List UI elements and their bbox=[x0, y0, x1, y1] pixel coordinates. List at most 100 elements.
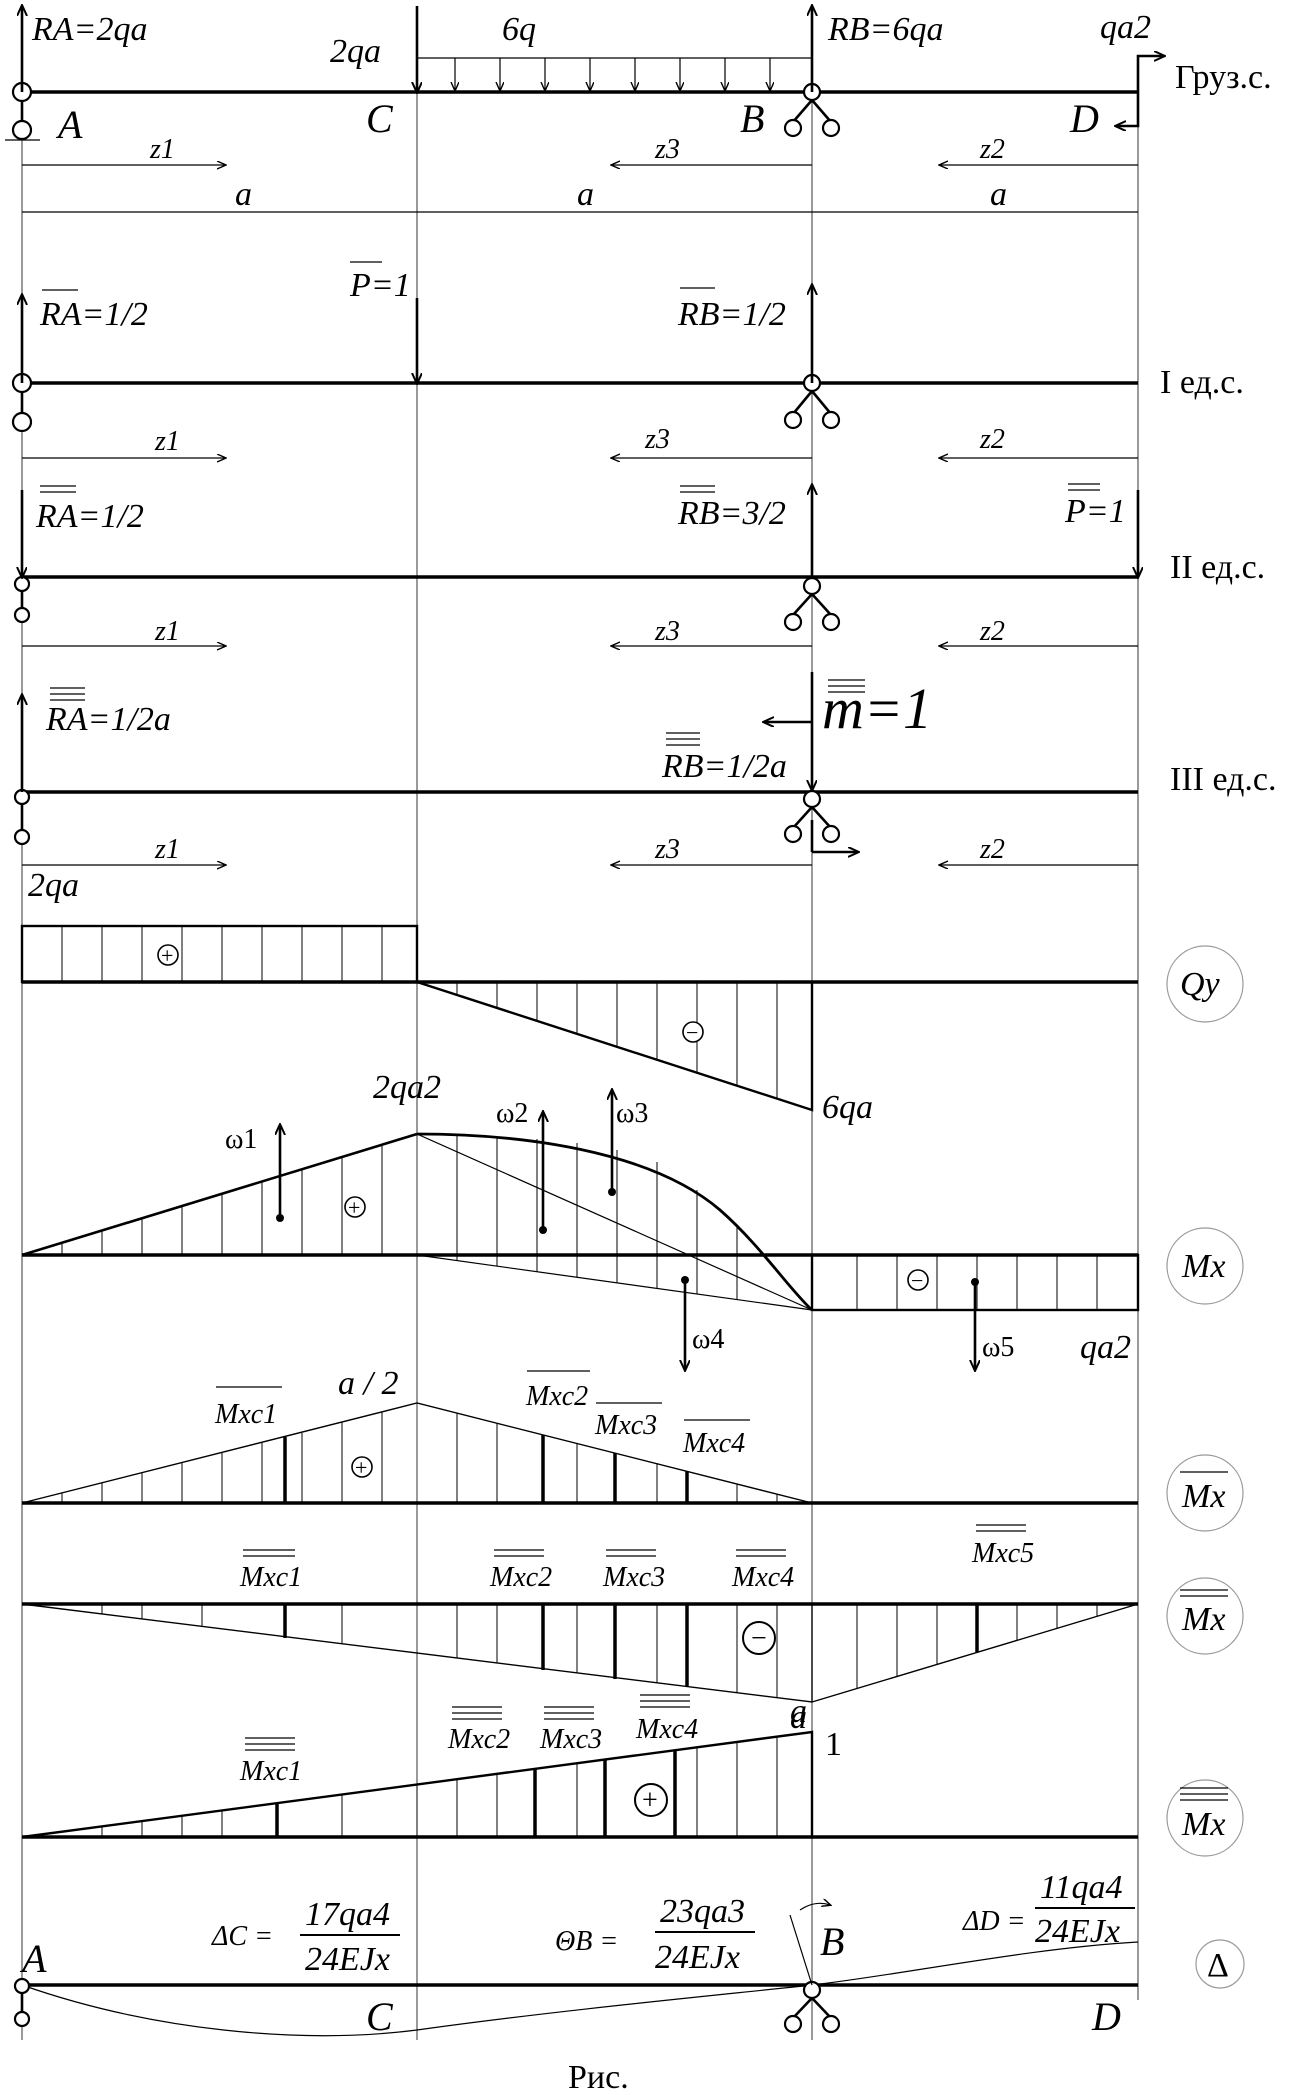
unit3-z1: z1 bbox=[154, 834, 180, 865]
delta-d-denominator: 24EJx bbox=[1035, 1913, 1120, 1950]
m-diagram-label: Mx bbox=[1181, 1248, 1225, 1285]
point-c-label: C bbox=[366, 96, 394, 141]
defl-point-c: C bbox=[366, 1994, 394, 2039]
m1-c2-label: Mxc2 bbox=[525, 1381, 588, 1412]
defl-point-b: B bbox=[820, 1919, 844, 1964]
point-d-label: D bbox=[1069, 96, 1099, 141]
unit2-z3: z3 bbox=[654, 616, 680, 647]
theta-b-denominator: 24EJx bbox=[655, 1939, 740, 1976]
m1-c4-label: Mxc4 bbox=[682, 1428, 745, 1459]
q-left-value: 2qa bbox=[28, 867, 79, 904]
m2-c5-label: Mxc5 bbox=[971, 1538, 1034, 1569]
m3-c1-label: Mxc1 bbox=[239, 1756, 302, 1787]
loaded-state-title: Груз.с. bbox=[1175, 59, 1272, 96]
m2-c2-label: Mxc2 bbox=[489, 1562, 552, 1593]
z3-label: z3 bbox=[654, 134, 680, 165]
unit1-title: I ед.с. bbox=[1160, 364, 1244, 401]
bending-moment-diagram: ω1 ω2 ω3 ω4 ω5 2qa2 qa2 + − Mx bbox=[21, 1069, 1244, 1370]
unit3-z3: z3 bbox=[654, 834, 680, 865]
unit3-moment-label: m=1 bbox=[822, 676, 932, 741]
omega2-label: ω2 bbox=[496, 1098, 528, 1129]
deflection-label: Δ bbox=[1207, 1947, 1229, 1984]
unit2-title: II ед.с. bbox=[1170, 549, 1265, 586]
omega4-label: ω4 bbox=[692, 1324, 724, 1355]
m2-c4-label: Mxc4 bbox=[731, 1562, 794, 1593]
defl-point-a: A bbox=[19, 1936, 47, 1981]
minus-m-text: − bbox=[911, 1268, 923, 1293]
unit3-title: III ед.с. bbox=[1170, 761, 1277, 798]
unit2-ra-label: RA=1/2 bbox=[35, 498, 144, 535]
unit1-ra-label: RA=1/2 bbox=[39, 296, 148, 333]
unit-state-3: RA=1/2a m=1 RB=1/2a III ед.с. z1 z3 z2 bbox=[13, 672, 1277, 865]
unit3-z2: z2 bbox=[979, 834, 1005, 865]
plus-sign-q bbox=[157, 944, 179, 966]
unit-state-2: RA=1/2 RB=3/2 P=1 II ед.с. z1 z3 z2 bbox=[13, 484, 1265, 647]
minus-m2-text: − bbox=[751, 1623, 767, 1654]
delta-c-numerator: 17qa4 bbox=[305, 1896, 390, 1933]
m1-diagram-label: Mx bbox=[1181, 1478, 1225, 1515]
force-c-label: 2qa bbox=[330, 33, 381, 70]
distributed-load-label: 6q bbox=[502, 11, 536, 48]
plus-m3-text: + bbox=[642, 1785, 658, 1816]
m2-diagram-label: Mx bbox=[1181, 1601, 1225, 1638]
figure-caption: Рис. bbox=[568, 2059, 629, 2095]
dim-a-1: a bbox=[235, 176, 252, 213]
m-peak-value: 2qa2 bbox=[373, 1069, 441, 1106]
plus-q-text: + bbox=[161, 943, 173, 968]
unit1-moment-diagram: a / 2 Mxc1 Mxc2 Mxc3 Mxc4 + Mx bbox=[21, 1365, 1244, 1532]
unit1-z3: z3 bbox=[644, 424, 670, 455]
reaction-a-label: RA=2qa bbox=[31, 11, 147, 48]
omega5-label: ω5 bbox=[982, 1332, 1014, 1363]
m2-b-value: a bbox=[790, 1699, 807, 1736]
m3-diagram-label: Mx bbox=[1181, 1806, 1225, 1843]
unit3-ra-label: RA=1/2a bbox=[45, 701, 171, 738]
delta-c-label: ΔC = bbox=[211, 1921, 273, 1952]
unit1-p-label: P=1 bbox=[349, 267, 411, 304]
plus-m-text: + bbox=[348, 1195, 360, 1220]
distributed-load bbox=[417, 57, 812, 90]
shear-force-diagram: 2qa 6qa + − Qy bbox=[20, 867, 1244, 1126]
m1-c3-label: Mxc3 bbox=[594, 1410, 657, 1441]
z1-label: z1 bbox=[149, 134, 175, 165]
delta-d-label: ΔD = bbox=[962, 1906, 1026, 1937]
m3-b-value-a: a bbox=[790, 1693, 807, 1730]
theta-b-label: ΘB = bbox=[555, 1926, 618, 1957]
m3-b-value: 1 bbox=[825, 1726, 842, 1763]
m2-c3-label: Mxc3 bbox=[602, 1562, 665, 1593]
omega1-label: ω1 bbox=[225, 1124, 257, 1155]
m1-c1-label: Mxc1 bbox=[214, 1399, 277, 1430]
delta-c-denominator: 24EJx bbox=[305, 1941, 390, 1978]
moment-d-label: qa2 bbox=[1100, 9, 1151, 46]
unit1-z2: z2 bbox=[979, 424, 1005, 455]
m3-c4-label: Mxc4 bbox=[635, 1714, 698, 1745]
loaded-beam: RA=2qa 2qa 6q RB=6qa qa2 Груз.с. A C B D bbox=[5, 6, 1272, 213]
unit1-z1: z1 bbox=[154, 426, 180, 457]
q-right-value: 6qa bbox=[822, 1089, 873, 1126]
unit2-p-label: P=1 bbox=[1064, 493, 1126, 530]
unit3-moment-diagram: Mxc1 Mxc2 Mxc3 Mxc4 a 1 + Mx bbox=[21, 1693, 1244, 1857]
point-a-label: A bbox=[55, 102, 83, 147]
m1-peak-value: a / 2 bbox=[338, 1365, 398, 1402]
unit2-z2: z2 bbox=[979, 616, 1005, 647]
plus-m1-text: + bbox=[355, 1455, 367, 1480]
delta-d-numerator: 11qa4 bbox=[1040, 1869, 1122, 1906]
unit2-moment-diagram: Mxc1 Mxc2 Mxc3 Mxc4 Mxc5 a − Mx bbox=[21, 1524, 1244, 1736]
deflection-diagram: A C B D ΔC = 17qa4 24EJx ΘB = 23qa3 24EJ… bbox=[13, 1869, 1245, 2039]
z2-label: z2 bbox=[979, 134, 1005, 165]
m2-c1-label: Mxc1 bbox=[239, 1562, 302, 1593]
minus-q-text: − bbox=[686, 1020, 698, 1045]
point-b-label: B bbox=[740, 96, 764, 141]
m3-c2-label: Mxc2 bbox=[447, 1724, 510, 1755]
minus-sign-q bbox=[682, 1021, 704, 1043]
theta-b-numerator: 23qa3 bbox=[660, 1893, 745, 1930]
unit1-rb-label: RB=1/2 bbox=[677, 296, 786, 333]
unit2-z1: z1 bbox=[154, 616, 180, 647]
m3-c3-label: Mxc3 bbox=[539, 1724, 602, 1755]
omega3-label: ω3 bbox=[616, 1098, 648, 1129]
moment-arrow-d bbox=[1136, 56, 1164, 92]
unit3-rb-label: RB=1/2a bbox=[661, 748, 787, 785]
dim-a-3: a bbox=[990, 176, 1007, 213]
m-right-value: qa2 bbox=[1080, 1329, 1131, 1366]
unit-state-1: RA=1/2 P=1 RB=1/2 I ед.с. z1 z3 z2 bbox=[11, 261, 1244, 458]
